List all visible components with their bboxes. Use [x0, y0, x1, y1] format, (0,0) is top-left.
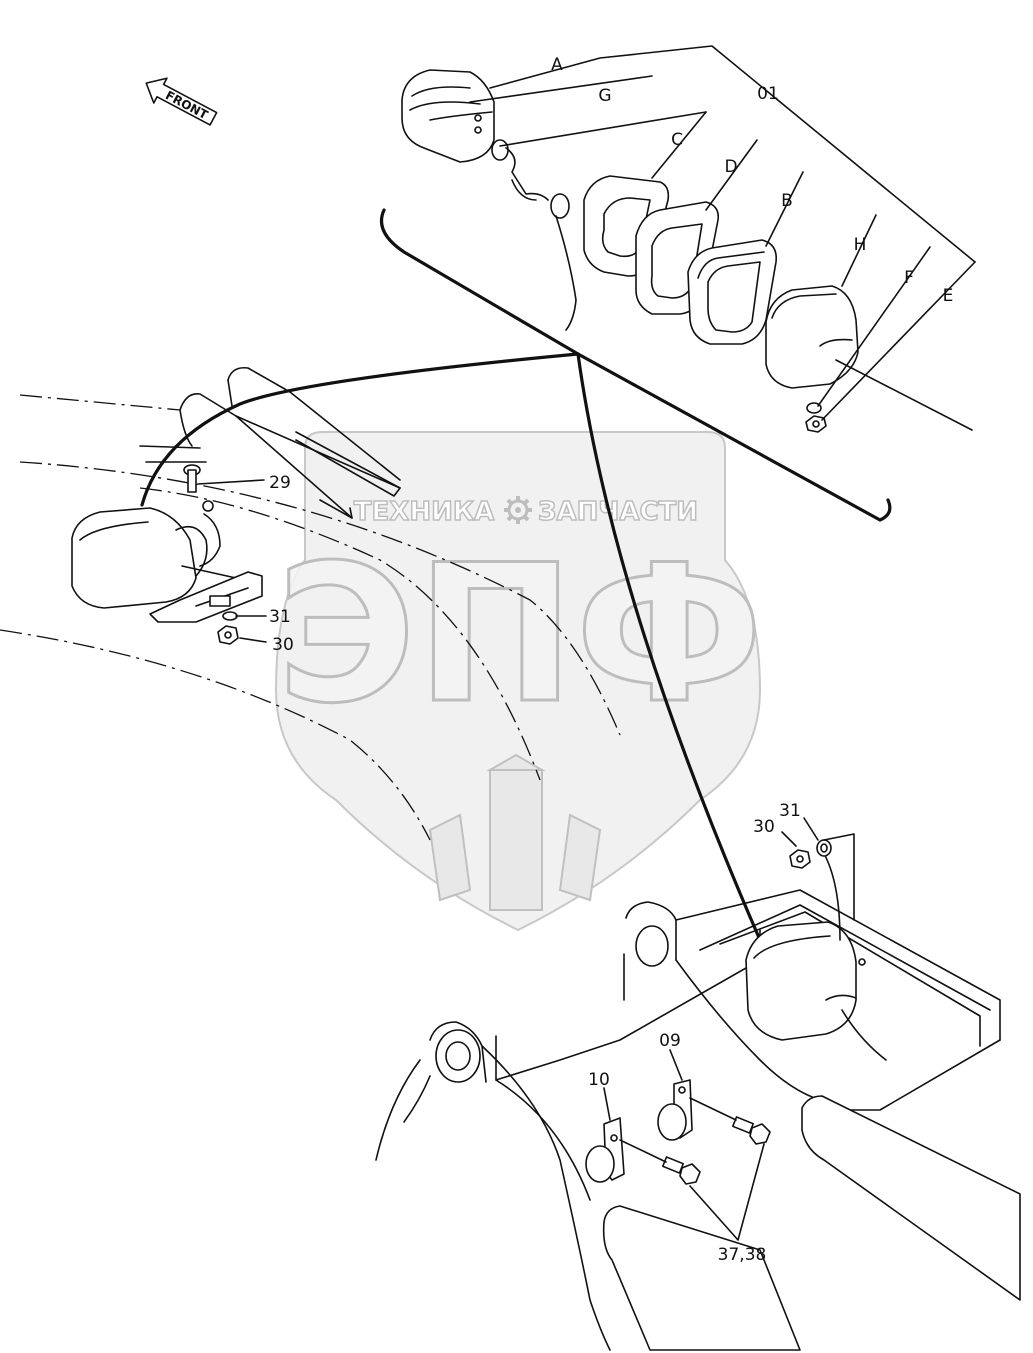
- callout-30-left: 30: [272, 635, 294, 655]
- leader-31-right: [803, 817, 819, 841]
- boom-structure: [0, 366, 621, 841]
- washer-31-left: [222, 611, 238, 621]
- callout-30-right: 30: [753, 817, 775, 837]
- cylinder-rod-left: [602, 1205, 801, 1351]
- callout-E: E: [943, 286, 954, 306]
- callout-B: B: [781, 191, 793, 211]
- callout-29: 29: [269, 473, 291, 493]
- callout-09: 09: [659, 1031, 681, 1051]
- front-direction-arrow: FRONT: [145, 77, 218, 126]
- pivot-boss-left: [435, 1029, 481, 1083]
- detail-pointer-left: [140, 352, 580, 507]
- callout-31-right: 31: [779, 801, 801, 821]
- cylinder-rod-right: [801, 1095, 1021, 1301]
- leader-30-left: [239, 637, 267, 643]
- leader-10: [603, 1087, 611, 1121]
- nut-30-left: [217, 625, 239, 645]
- lamp-socket-G: [491, 139, 577, 331]
- callout-31-left: 31: [269, 607, 291, 627]
- lamp-cap-A: [401, 69, 495, 163]
- leader-09-bolt: [689, 1097, 737, 1121]
- callout-D: D: [724, 157, 737, 177]
- callout-37-38: 37,38: [718, 1245, 767, 1265]
- callout-F: F: [904, 268, 914, 288]
- callout-H: H: [854, 235, 867, 255]
- leader-10-bolt: [619, 1139, 667, 1163]
- nut-E: [805, 415, 827, 433]
- leader-29: [197, 479, 265, 485]
- leader-09: [669, 1049, 683, 1081]
- watermark-text-left: ТЕХНИКА: [354, 497, 494, 527]
- watermark-text-right: ЗАПЧАСТИ: [538, 497, 698, 527]
- washer-31-right: [816, 839, 832, 857]
- watermark-logo-text: ЭПФ: [277, 524, 764, 745]
- gear-icon: [504, 496, 532, 524]
- callout-leaders-exploded: [469, 45, 976, 421]
- lamp-gasket-B: [687, 239, 778, 345]
- boom-work-lamp: [71, 500, 263, 623]
- bolt-37-lower: [661, 1156, 701, 1185]
- base-frame: [375, 889, 1021, 1351]
- exploded-lamp-assembly: A G C 01 D B H F E: [379, 45, 976, 522]
- frame-work-lamp: [745, 849, 887, 1061]
- detail-pointer-right: [576, 352, 762, 942]
- clip-10: [585, 1117, 625, 1183]
- callout-G: G: [598, 86, 611, 106]
- callout-C: C: [671, 130, 683, 150]
- leader-30-right: [781, 831, 797, 847]
- clip-09: [657, 1079, 693, 1141]
- bolt-37-upper: [731, 1116, 771, 1145]
- leader-37-38: [689, 1143, 765, 1241]
- front-label: FRONT: [163, 88, 211, 122]
- callout-10: 10: [588, 1070, 610, 1090]
- watermark: ТЕХНИКА ЗАПЧАСТИ ЭПФ: [274, 431, 765, 932]
- lamp-housing-H: [765, 285, 973, 431]
- leader-lamp-right: [823, 833, 855, 921]
- watermark-shield: [274, 431, 762, 932]
- nut-30-right: [789, 849, 811, 869]
- watermark-buildings: [428, 753, 602, 911]
- callout-01: 01: [757, 84, 779, 104]
- bolt-29: [183, 464, 201, 493]
- callout-A: A: [551, 55, 563, 75]
- pivot-boss-right: [635, 925, 669, 967]
